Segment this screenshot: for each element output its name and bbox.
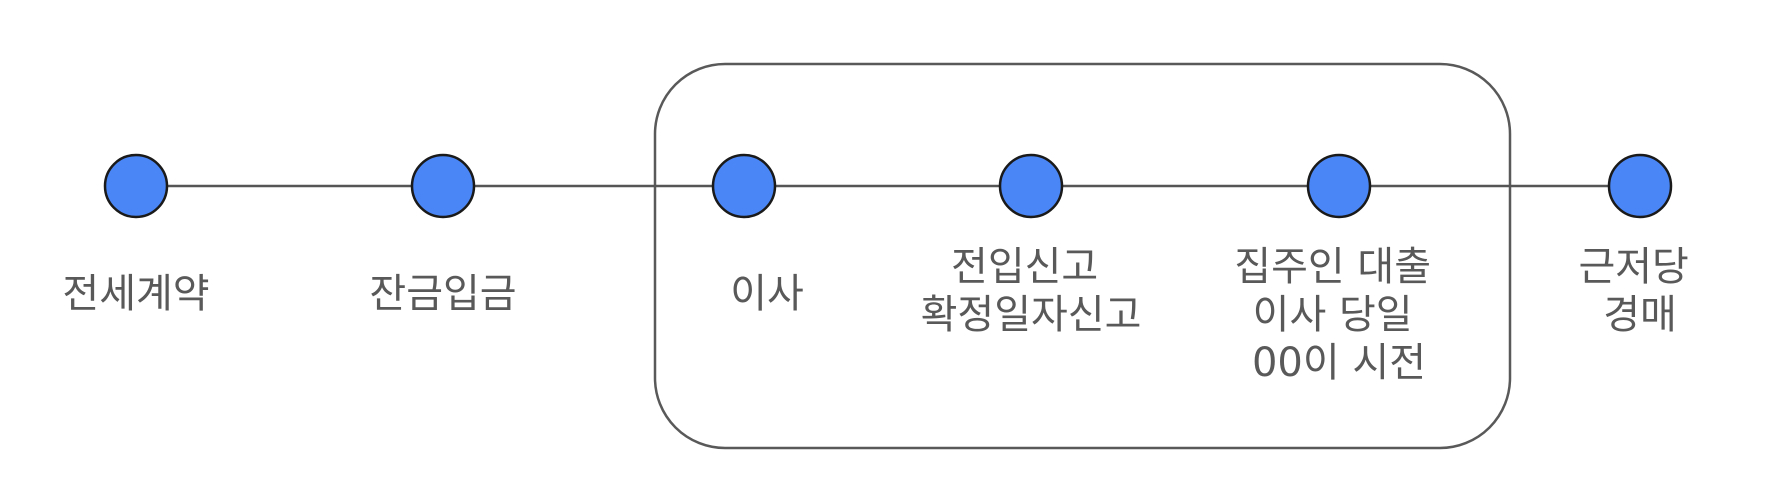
timeline-node-3 bbox=[711, 153, 777, 219]
timeline-node-6 bbox=[1607, 153, 1673, 219]
step-label-4: 전입신고 확정일자신고 bbox=[921, 244, 1142, 338]
step-label-6: 근저당 경매 bbox=[1578, 244, 1701, 338]
timeline-node-2 bbox=[410, 153, 476, 219]
step-label-1: 전세계약 bbox=[62, 271, 209, 317]
step-label-5: 집주인 대출 이사 당일 00이 시전 bbox=[1234, 244, 1443, 386]
step-label-3: 이사 bbox=[730, 271, 804, 317]
timeline-node-4 bbox=[998, 153, 1064, 219]
group-box bbox=[653, 62, 1512, 450]
timeline-node-1 bbox=[103, 153, 169, 219]
step-label-2: 잔금입금 bbox=[369, 271, 516, 317]
timeline-node-5 bbox=[1306, 153, 1372, 219]
